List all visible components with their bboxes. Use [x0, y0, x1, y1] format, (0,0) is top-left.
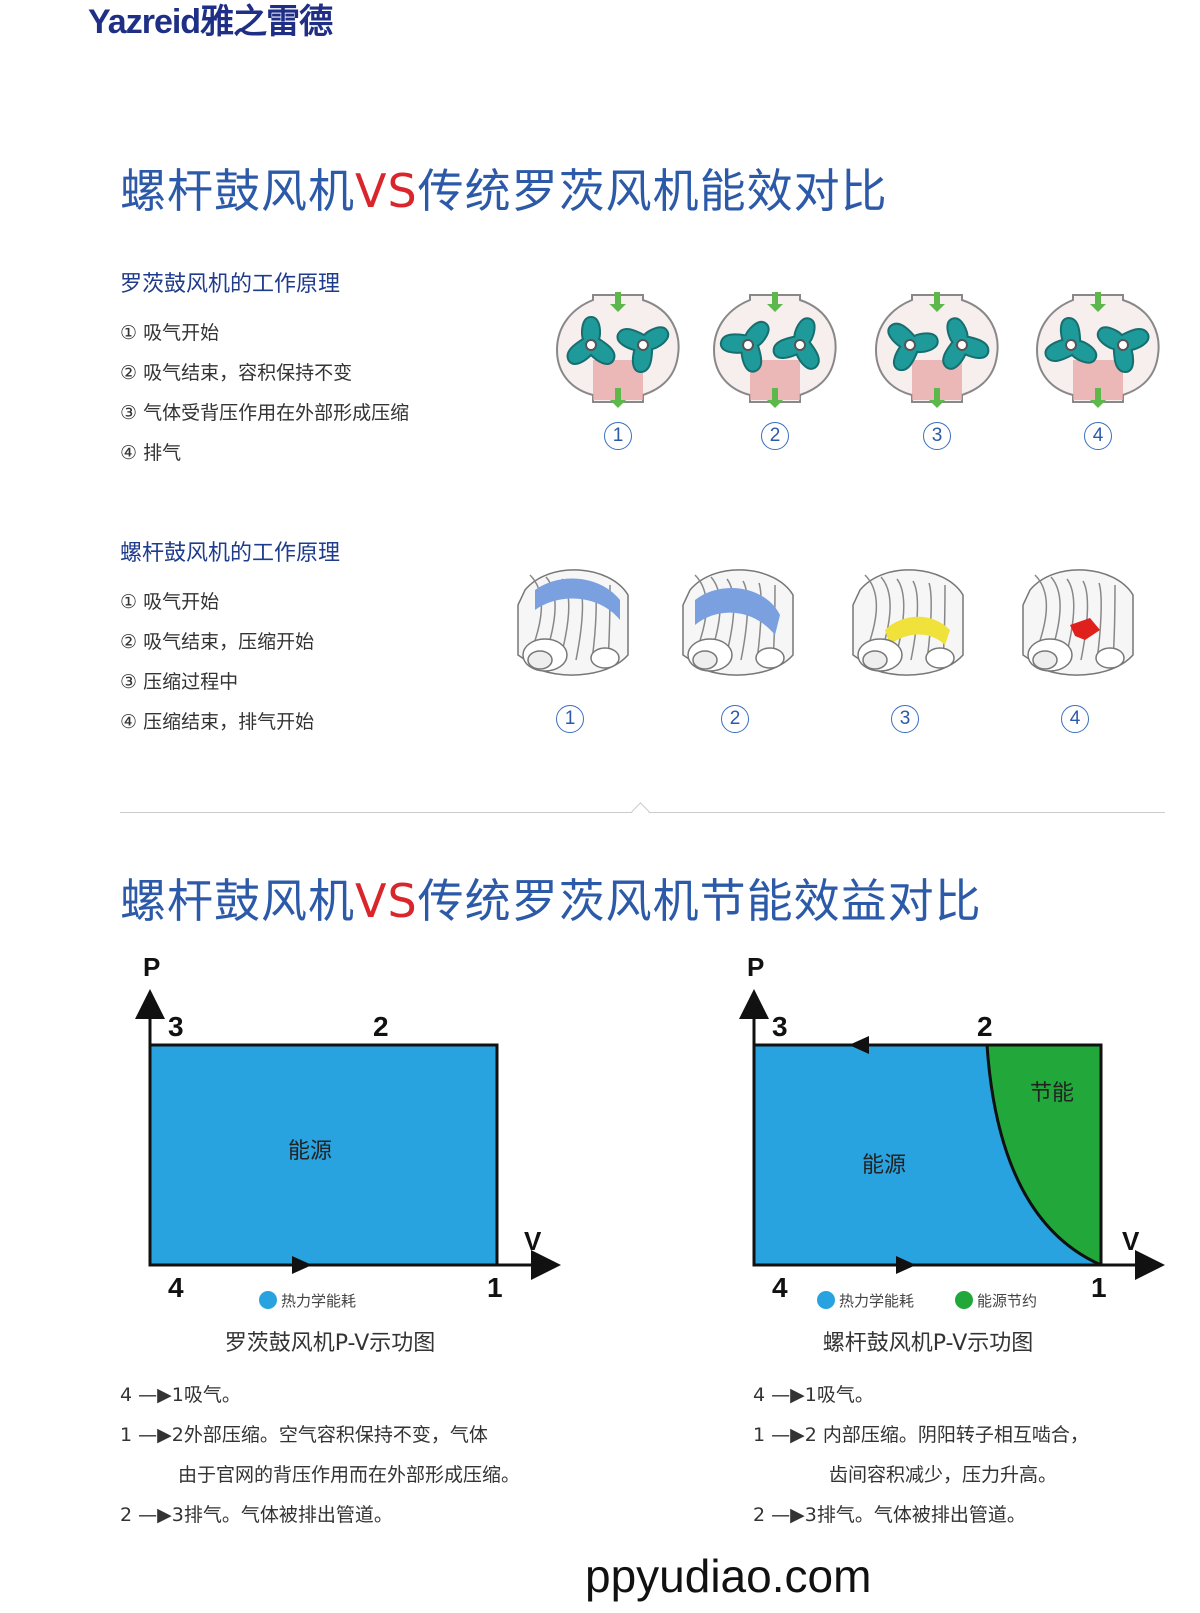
section-title-savings: 螺杆鼓风机VS传统罗茨风机节能效益对比 — [120, 865, 982, 931]
from-point: 4 — [753, 1384, 766, 1406]
p-label: P — [747, 952, 764, 982]
process-step: 4 —▶1吸气。 — [120, 1380, 241, 1407]
screw-step-number: 3 — [891, 705, 919, 733]
arrow-icon: —▶ — [138, 1504, 172, 1526]
flow-arrow — [896, 1256, 916, 1274]
point-1: 1 — [1091, 1272, 1107, 1303]
saving-area — [987, 1045, 1101, 1265]
point-2: 2 — [977, 1011, 993, 1042]
title-vs: VS — [355, 164, 418, 218]
roots-step-number: 1 — [604, 422, 632, 450]
process-step: 2 —▶3排气。气体被排出管道。 — [753, 1500, 1026, 1527]
screw-step: ④ 压缩结束，排气开始 — [120, 711, 315, 733]
roots-rotor-illustration — [1033, 290, 1163, 414]
title-vs: VS — [355, 874, 418, 928]
roots-step: ② 吸气结束，容积保持不变 — [120, 362, 353, 384]
roots-step-number: 3 — [923, 422, 951, 450]
brand-logo: Yazreid雅之雷德 — [88, 3, 333, 41]
title-part: 螺杆鼓风机 — [120, 874, 355, 928]
screw-step: ① 吸气开始 — [120, 591, 220, 613]
step-text: 1吸气。 — [171, 1384, 241, 1406]
title-part: 传统罗茨风机能效对比 — [417, 164, 888, 218]
screw-pv-diagram: P 3 2 4 1 V 能源 节能 热力学能耗 能源节约 — [739, 952, 1165, 1310]
screw-step-number: 1 — [556, 705, 584, 733]
screw-rotor-illustration — [845, 560, 965, 694]
roots-caption: 罗茨鼓风机P-V示功图 — [224, 1331, 436, 1356]
roots-step: ① 吸气开始 — [120, 322, 220, 344]
legend-energy: 热力学能耗 — [281, 1292, 356, 1310]
arrow-icon: —▶ — [138, 1424, 172, 1446]
from-point: 1 — [120, 1424, 133, 1446]
step-text-continued: 齿间容积减少，压力升高。 — [829, 1464, 1058, 1486]
roots-step-number: 2 — [761, 422, 789, 450]
legend-dot-energy — [259, 1291, 277, 1309]
from-point: 2 — [120, 1504, 133, 1526]
screw-step-number: 2 — [721, 705, 749, 733]
roots-rotor-illustration — [710, 290, 840, 414]
screw-rotor-illustration — [510, 560, 630, 694]
roots-step: ④ 排气 — [120, 442, 182, 464]
screw-rotor-illustration — [1015, 560, 1135, 694]
roots-pv-diagram: P 3 2 4 1 V 能源 热力学能耗 — [135, 952, 561, 1310]
legend-energy: 热力学能耗 — [839, 1292, 914, 1310]
step-text: 3排气。气体被排出管道。 — [804, 1504, 1026, 1526]
from-point: 2 — [753, 1504, 766, 1526]
exhaust-arrow — [849, 1036, 869, 1054]
compression-curve — [985, 1044, 1102, 1267]
process-step: 4 —▶1吸气。 — [753, 1380, 874, 1407]
point-4: 4 — [168, 1272, 184, 1303]
title-part: 传统罗茨风机节能效益对比 — [417, 874, 982, 928]
point-4: 4 — [772, 1272, 788, 1303]
from-point: 4 — [120, 1384, 133, 1406]
point-1: 1 — [487, 1272, 503, 1303]
screw-step: ② 吸气结束，压缩开始 — [120, 631, 315, 653]
point-2: 2 — [373, 1011, 389, 1042]
from-point: 1 — [753, 1424, 766, 1446]
energy-label: 能源 — [862, 1153, 906, 1178]
divider-notch — [631, 802, 650, 821]
roots-step: ③ 气体受背压作用在外部形成压缩 — [120, 402, 410, 424]
energy-label: 能源 — [288, 1139, 332, 1164]
step-text: 2 内部压缩。阴阳转子相互啮合， — [804, 1424, 1089, 1446]
legend-dot-energy — [817, 1291, 835, 1309]
watermark: ppyudiao.com — [585, 1550, 872, 1602]
screw-step-number: 4 — [1061, 705, 1089, 733]
screw-rotor-illustration — [675, 560, 795, 694]
step-text: 3排气。气体被排出管道。 — [171, 1504, 393, 1526]
v-label: V — [1122, 1226, 1140, 1256]
screw-step: ③ 压缩过程中 — [120, 671, 239, 693]
legend-dot-saving — [955, 1291, 973, 1309]
arrow-icon: —▶ — [771, 1504, 805, 1526]
point-3: 3 — [168, 1011, 184, 1042]
roots-step-number: 4 — [1084, 422, 1112, 450]
process-step: 1 —▶2外部压缩。空气容积保持不变，气体 — [120, 1420, 488, 1447]
section-title-efficiency: 螺杆鼓风机VS传统罗茨风机能效对比 — [120, 155, 888, 221]
step-text-continued: 由于官网的背压作用而在外部形成压缩。 — [178, 1464, 521, 1486]
step-text: 2外部压缩。空气容积保持不变，气体 — [171, 1424, 488, 1446]
v-label: V — [524, 1226, 542, 1256]
title-part: 螺杆鼓风机 — [120, 164, 355, 218]
roots-rotor-illustration — [553, 290, 683, 414]
arrow-icon: —▶ — [138, 1384, 172, 1406]
saving-label: 节能 — [1030, 1081, 1074, 1106]
process-step: 2 —▶3排气。气体被排出管道。 — [120, 1500, 393, 1527]
step-text: 1吸气。 — [804, 1384, 874, 1406]
legend-saving: 能源节约 — [977, 1292, 1037, 1310]
screw-heading: 螺杆鼓风机的工作原理 — [120, 541, 341, 566]
roots-heading: 罗茨鼓风机的工作原理 — [120, 272, 341, 297]
point-3: 3 — [772, 1011, 788, 1042]
p-label: P — [143, 952, 160, 982]
arrow-icon: —▶ — [771, 1384, 805, 1406]
flow-arrow — [292, 1256, 312, 1274]
screw-caption: 螺杆鼓风机P-V示功图 — [822, 1331, 1034, 1356]
roots-rotor-illustration — [872, 290, 1002, 414]
arrow-icon: —▶ — [771, 1424, 805, 1446]
process-step: 1 —▶2 内部压缩。阴阳转子相互啮合， — [753, 1420, 1089, 1447]
